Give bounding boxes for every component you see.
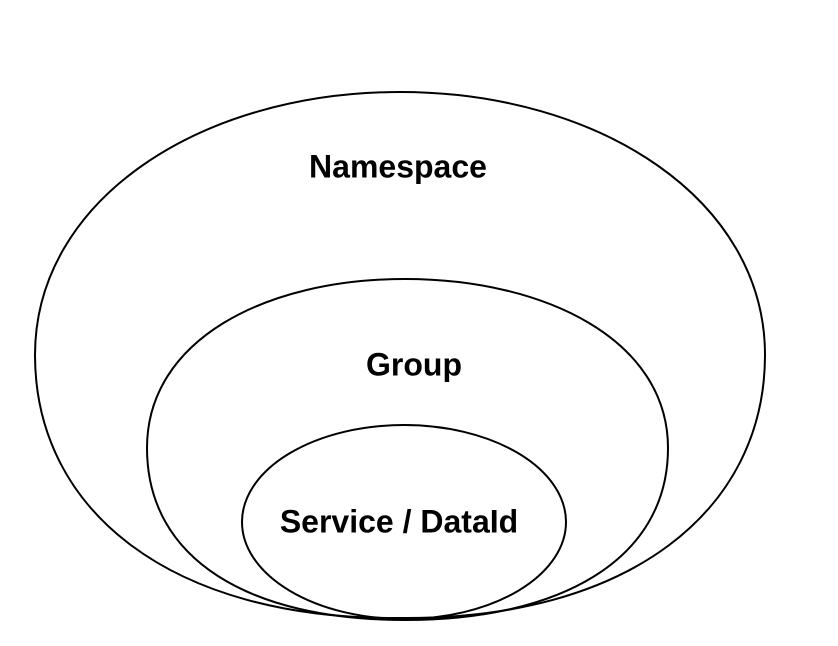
group-label: Group xyxy=(366,346,462,382)
group-ellipse xyxy=(145,277,670,622)
service-ellipse xyxy=(241,424,567,620)
namespace-ellipse xyxy=(33,90,767,620)
service-label: Service / DataId xyxy=(280,503,518,539)
namespace-label: Namespace xyxy=(309,148,487,184)
